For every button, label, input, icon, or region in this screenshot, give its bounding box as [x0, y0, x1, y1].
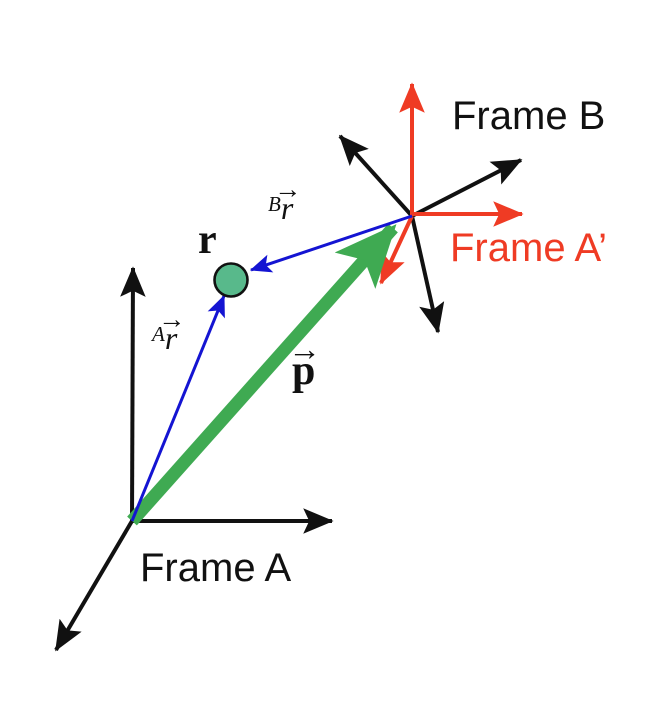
frame-b-axis-lower	[410, 215, 445, 334]
point-r-marker	[213, 262, 249, 298]
vector-b-r	[249, 214, 413, 273]
vector-p-glyph-stack: → p	[288, 333, 321, 394]
vector-p-label: → p	[288, 333, 321, 394]
vector-b-r-label: B → r	[268, 175, 301, 226]
vector-p-translation	[127, 223, 398, 526]
vector-a-r	[130, 294, 226, 522]
vector-a-r-glyph-stack: → r	[158, 305, 185, 356]
vector-a-r-body: r	[164, 320, 178, 356]
frame-a-z-axis	[54, 519, 134, 652]
frame-a-y-axis	[120, 266, 146, 522]
vector-a-r-superscript: A	[152, 321, 165, 346]
frame-b-axis-upper-left	[338, 134, 414, 218]
frame-a-label: Frame A	[140, 546, 292, 590]
vector-a-r-label: A → r	[152, 305, 185, 356]
vector-arrow-icon: →	[274, 173, 302, 204]
frame-b-axes	[338, 134, 523, 334]
frame-a-prime-label: Frame A’	[450, 226, 608, 270]
frame-b-label: Frame B	[452, 94, 606, 138]
frame-a-axes	[54, 266, 334, 652]
vector-a-r-shaft	[130, 294, 226, 522]
vector-b-r-body: r	[280, 190, 294, 226]
vector-b-r-superscript: B	[268, 191, 281, 216]
frame-b-axis-upper-right	[411, 158, 523, 218]
vector-p-body: p	[292, 348, 316, 394]
vector-p-shaft	[127, 223, 398, 526]
vector-b-r-shaft	[249, 214, 413, 273]
vector-arrow-icon: →	[288, 331, 321, 368]
vector-arrow-icon: →	[158, 303, 186, 334]
vector-b-r-glyph-stack: → r	[274, 175, 301, 226]
point-r-label: r	[198, 217, 217, 263]
